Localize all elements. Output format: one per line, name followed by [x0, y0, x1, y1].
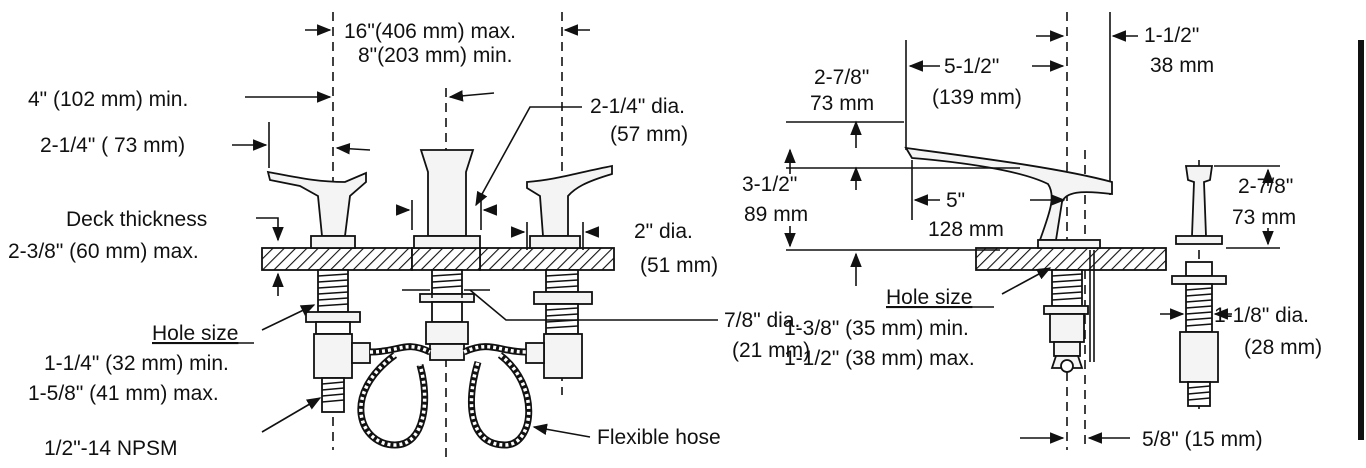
spout-nut	[419, 293, 475, 303]
spout-tee-connector	[429, 343, 465, 361]
total-height-mm-label: 89 mm	[744, 203, 808, 226]
left-handle-valve	[266, 170, 371, 413]
flexible-hoses	[357, 343, 533, 449]
right-handle-valve	[525, 164, 613, 379]
right-hose-connector	[525, 342, 545, 364]
side-deck	[975, 247, 1167, 271]
reach-5-in-label: 5"	[946, 189, 965, 212]
spout-body	[419, 149, 475, 237]
right-valve-body	[543, 333, 583, 379]
side-connector	[1053, 341, 1081, 357]
page-edge-bar	[1358, 40, 1364, 440]
side-spout-base	[1037, 239, 1101, 249]
left-lever-handle	[266, 170, 367, 237]
spout-height-in-label: 2-7/8"	[814, 66, 869, 89]
spread-min-label: 8"(203 mm) min.	[358, 44, 513, 67]
hole-max-right-label: 1-1/2" (38 mm) max.	[784, 347, 975, 370]
side-shank-lower	[1049, 313, 1085, 343]
hole-max-left-label: 1-5/8" (41 mm) max.	[28, 382, 219, 405]
handle-height-mm-label: 73 mm	[1232, 206, 1296, 229]
bottom-offset-label: 5/8" (15 mm)	[1142, 428, 1263, 451]
spout-assembly	[413, 149, 481, 361]
total-height-in-label: 3-1/2"	[742, 173, 797, 196]
hole-size-right-label: Hole size	[886, 286, 972, 309]
side-offset-in-label: 1-1/2"	[1144, 24, 1199, 47]
side-offset-mm-label: 38 mm	[1150, 54, 1214, 77]
deck-left	[261, 247, 413, 271]
shank-dia-label: 1-1/8" dia.	[1214, 304, 1309, 327]
base-dia-mm-label: (51 mm)	[640, 254, 718, 277]
spout-shank-lower	[431, 301, 463, 323]
left-valve-base	[310, 235, 356, 249]
handle-height-in-label: 2-7/8"	[1238, 175, 1293, 198]
reach-5-mm-label: 128 mm	[928, 218, 1004, 241]
hole-min-left-label: 1-1/4" (32 mm) min.	[44, 352, 229, 375]
base-dia-label: 2" dia.	[634, 220, 693, 243]
handle-base	[1175, 235, 1223, 245]
spout-tee-body	[425, 321, 469, 345]
handle-nut	[1171, 275, 1227, 285]
flexible-hose-label: Flexible hose	[597, 426, 721, 449]
right-lever-handle	[526, 164, 613, 237]
side-nut	[1043, 305, 1089, 315]
spout-reach-mm-label: (139 mm)	[932, 86, 1022, 109]
deck-thickness-label: Deck thickness	[66, 208, 207, 231]
deck-center	[411, 247, 481, 271]
shank-dia-mm-label: (28 mm)	[1244, 336, 1322, 359]
deck-right	[479, 247, 615, 271]
side-tail-hole	[1060, 359, 1074, 373]
hole-size-left-label: Hole size	[152, 322, 238, 345]
spout-reach-in-label: 5-1/2"	[944, 55, 999, 78]
spread-max-label: 16"(406 mm) max.	[344, 20, 516, 43]
nut-dia-label: 7/8" dia.	[724, 309, 800, 332]
left-hose-connector	[351, 342, 371, 364]
handle-side-view: 2-7/8" 73 mm 1-1/8" dia. (28 mm)	[1160, 160, 1322, 410]
handle-stem	[1184, 165, 1214, 237]
handle-shank-top	[1185, 261, 1213, 277]
spout-dia-mm-label: (57 mm)	[610, 123, 688, 146]
left-mount-nut	[305, 311, 361, 323]
right-mount-nut	[533, 291, 593, 305]
spout-height-mm-label: 73 mm	[810, 92, 874, 115]
spout-dia-label: 2-1/4" dia.	[590, 95, 685, 118]
handle-width-label: 2-1/4" ( 73 mm)	[40, 134, 185, 157]
spout-base	[413, 235, 481, 249]
handle-valve-body	[1179, 331, 1219, 383]
offset-min-label: 4" (102 mm) min.	[28, 88, 188, 111]
deck-thickness-max-label: 2-3/8" (60 mm) max.	[8, 240, 199, 263]
npsm-label: 1/2"-14 NPSM	[44, 437, 178, 460]
nut-dia-mm-label: (21 mm)	[732, 339, 810, 362]
left-valve-body	[313, 333, 353, 379]
hole-min-right-label: 1-3/8" (35 mm) min.	[784, 317, 969, 340]
right-valve-base	[529, 235, 581, 249]
left-shank-lower	[315, 321, 351, 335]
side-view: 1-1/2" 38 mm 5-1/2" (139 mm) 2-7/8" 73 m…	[742, 12, 1263, 451]
front-view: 16"(406 mm) max. 8"(203 mm) min. 4" (102…	[8, 12, 810, 463]
